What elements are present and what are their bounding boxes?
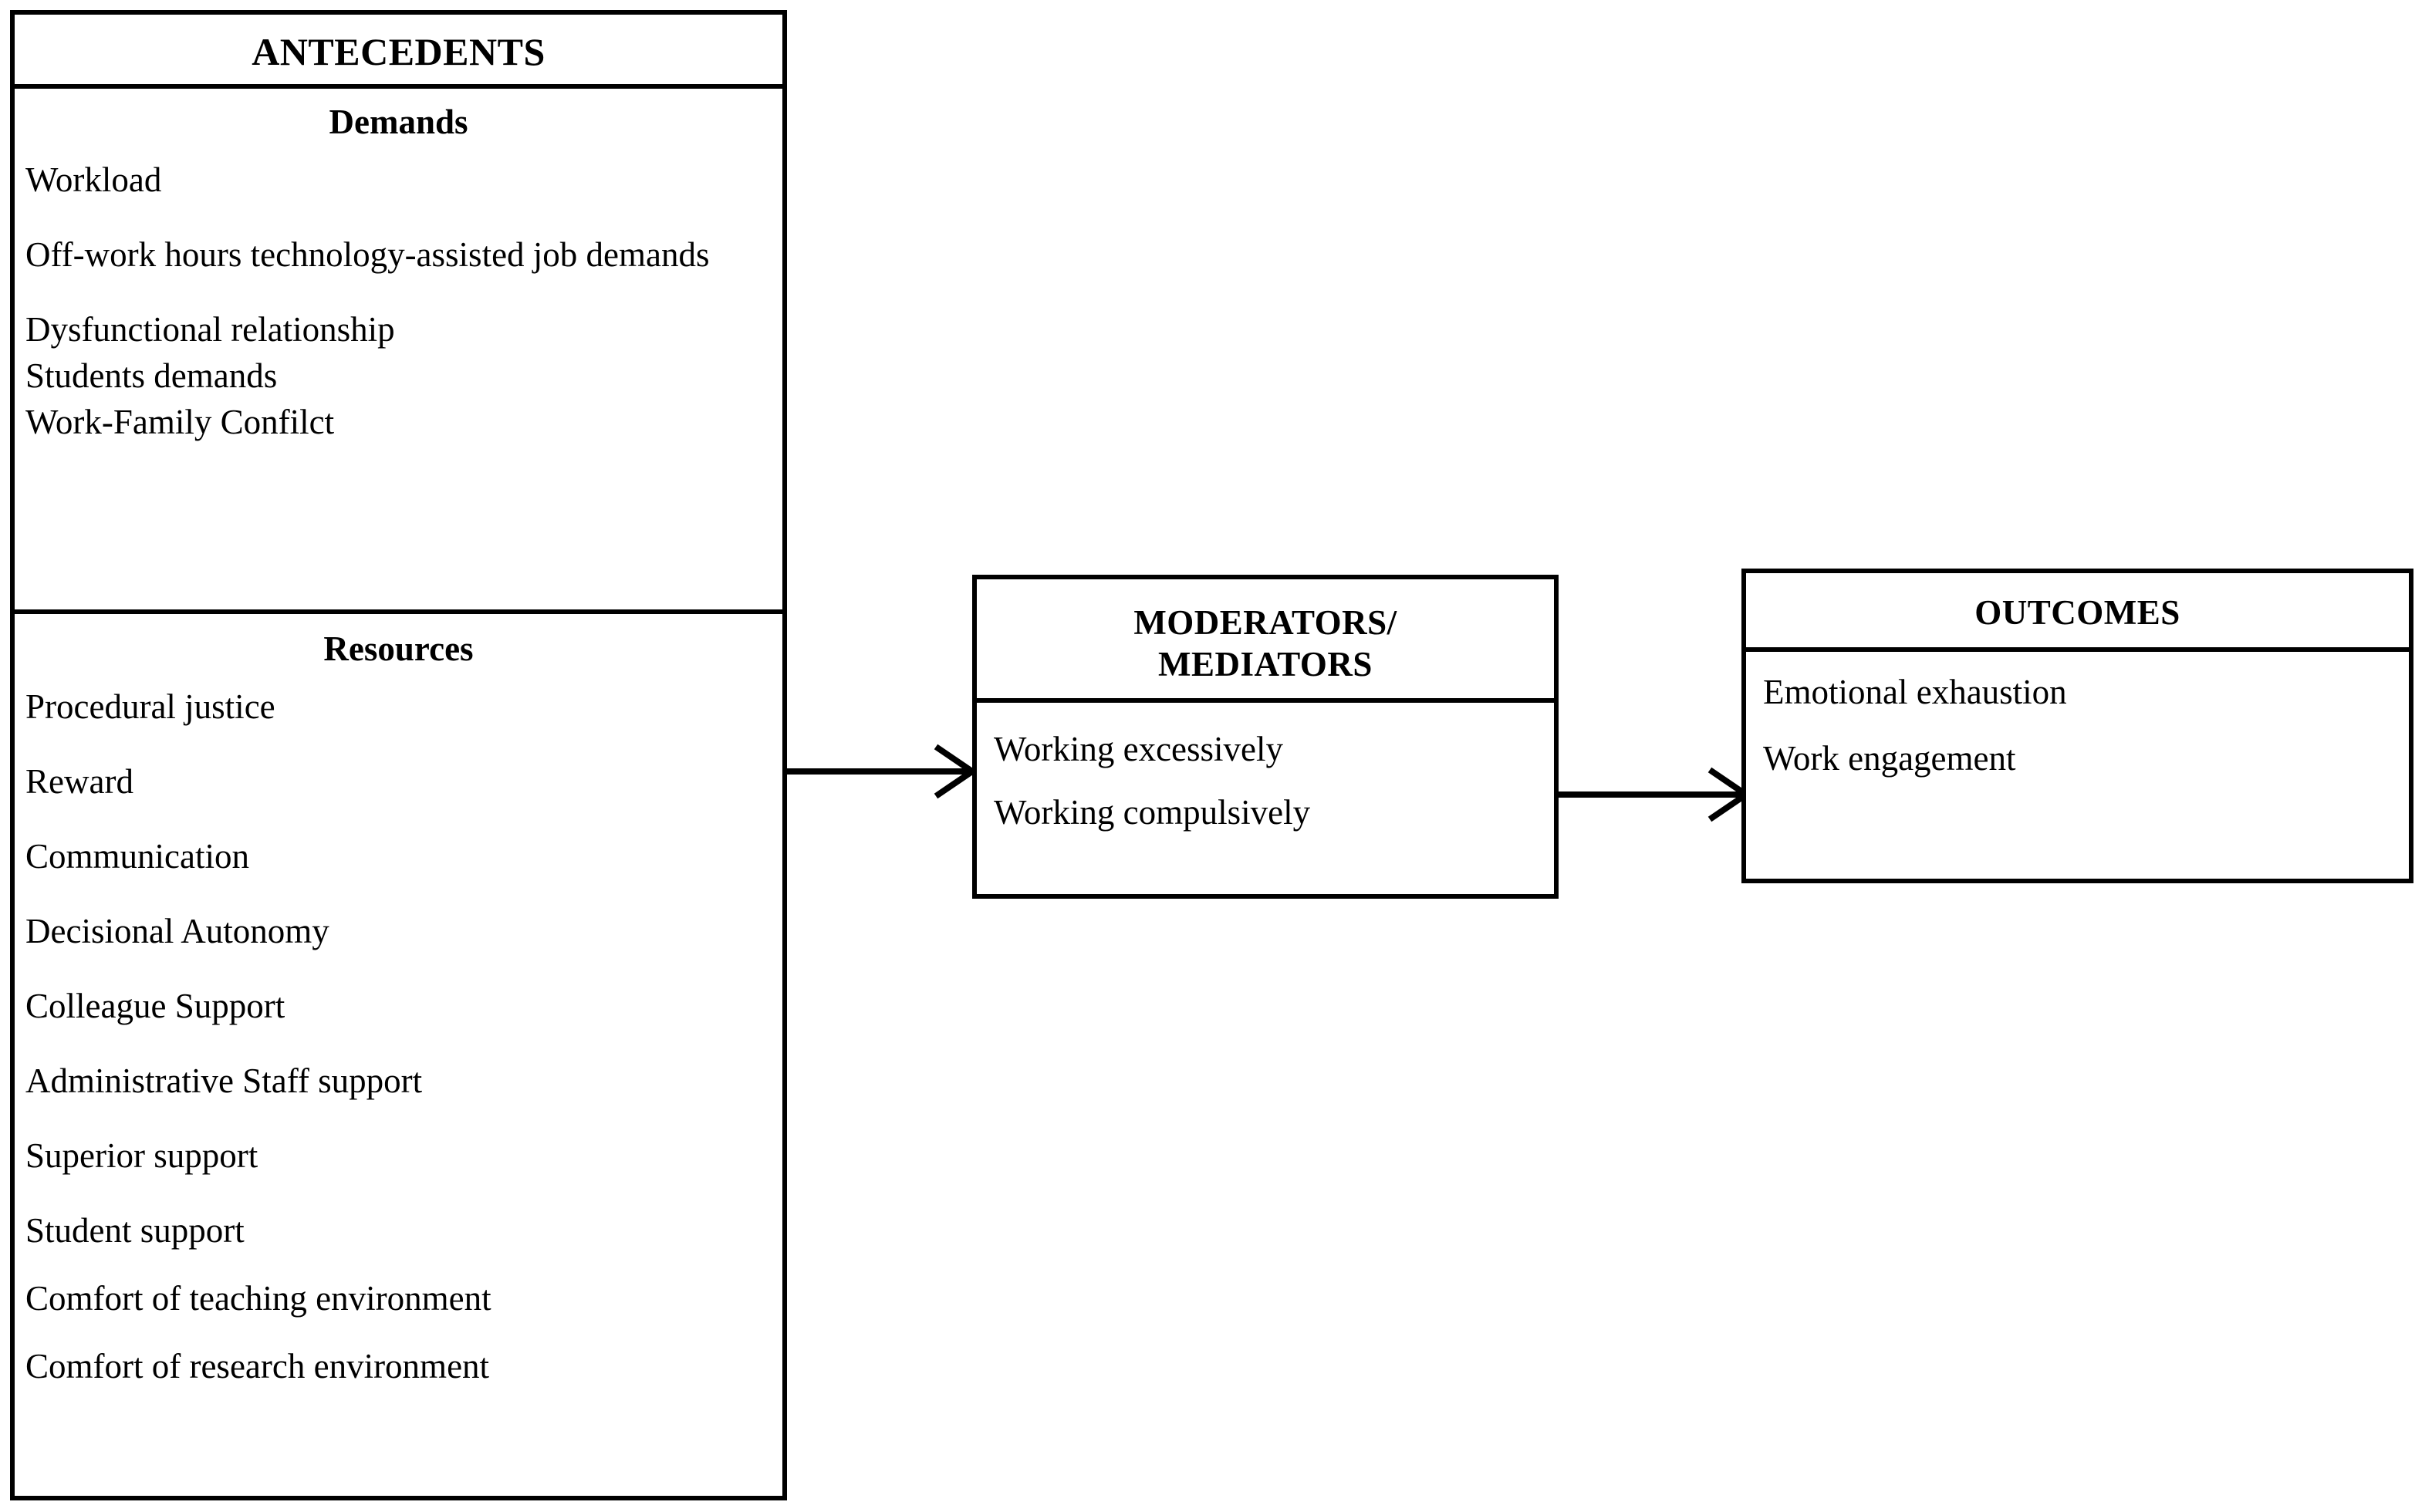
list-item: Colleague Support	[25, 987, 285, 1025]
resources-title: Resources	[323, 629, 474, 668]
list-item: Decisional Autonomy	[25, 912, 329, 950]
list-item: Student support	[25, 1211, 245, 1250]
demands-title: Demands	[329, 103, 468, 141]
list-item: Dysfunctional relationship	[25, 310, 395, 349]
list-item: Administrative Staff support	[25, 1061, 423, 1100]
list-item: Communication	[25, 837, 249, 876]
list-item: Work-Family Confilct	[25, 403, 335, 441]
antecedents-box: ANTECEDENTS Demands Workload Off-work ho…	[10, 10, 787, 1500]
list-item: Workload	[25, 160, 162, 199]
list-item: Procedural justice	[25, 687, 275, 726]
list-item: Reward	[25, 762, 133, 801]
arrow-antecedents-to-moderators	[783, 744, 978, 799]
list-item: Emotional exhaustion	[1763, 673, 2067, 711]
list-item: Off-work hours technology-assisted job d…	[25, 235, 710, 274]
list-item: Comfort of teaching environment	[25, 1279, 491, 1318]
resources-list: Procedural justice Reward Communication …	[25, 683, 772, 1389]
moderators-mediators-box: MODERATORS/ MEDIATORS Working excessivel…	[972, 575, 1559, 899]
arrow-moderators-to-outcomes	[1557, 767, 1752, 822]
outcomes-list: Emotional exhaustion Work engagement	[1746, 652, 2409, 781]
antecedents-header: ANTECEDENTS	[15, 15, 782, 89]
list-item: Working compulsively	[994, 793, 1311, 832]
demands-section: Demands Workload Off-work hours technolo…	[15, 89, 782, 614]
list-item: Comfort of research environment	[25, 1347, 490, 1385]
moderators-mediators-header: MODERATORS/ MEDIATORS	[977, 579, 1554, 703]
moderators-header-line-2: MEDIATORS	[1158, 645, 1373, 683]
demands-list: Workload Off-work hours technology-assis…	[25, 157, 772, 445]
moderators-list: Working excessively Working compulsively	[977, 703, 1554, 835]
outcomes-box: OUTCOMES Emotional exhaustion Work engag…	[1741, 569, 2413, 883]
list-item: Working excessively	[994, 730, 1284, 768]
resources-section: Resources Procedural justice Reward Comm…	[15, 614, 782, 1496]
list-item: Work engagement	[1763, 739, 2016, 778]
outcomes-header: OUTCOMES	[1746, 573, 2409, 652]
list-item: Superior support	[25, 1136, 258, 1175]
moderators-header-line-1: MODERATORS/	[1133, 603, 1397, 642]
list-item: Students demands	[25, 356, 278, 395]
